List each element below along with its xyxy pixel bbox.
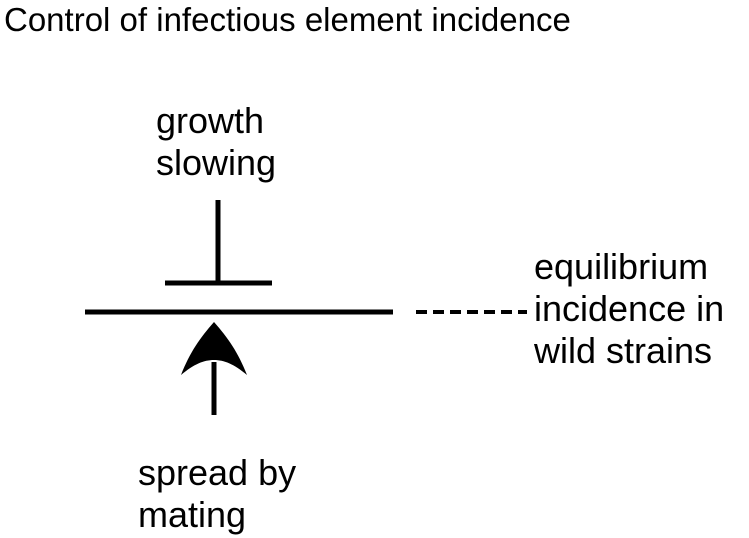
activation-arrow bbox=[181, 322, 247, 415]
equilibrium-incidence-label: equilibrium incidence in wild strains bbox=[534, 246, 725, 371]
spread-by-mating-label: spread by mating bbox=[138, 452, 297, 535]
diagram-title: Control of infectious element incidence bbox=[4, 1, 571, 38]
inhibition-symbol bbox=[165, 200, 272, 286]
growth-slowing-label: growth slowing bbox=[156, 100, 277, 183]
activation-arrowhead bbox=[181, 322, 247, 375]
